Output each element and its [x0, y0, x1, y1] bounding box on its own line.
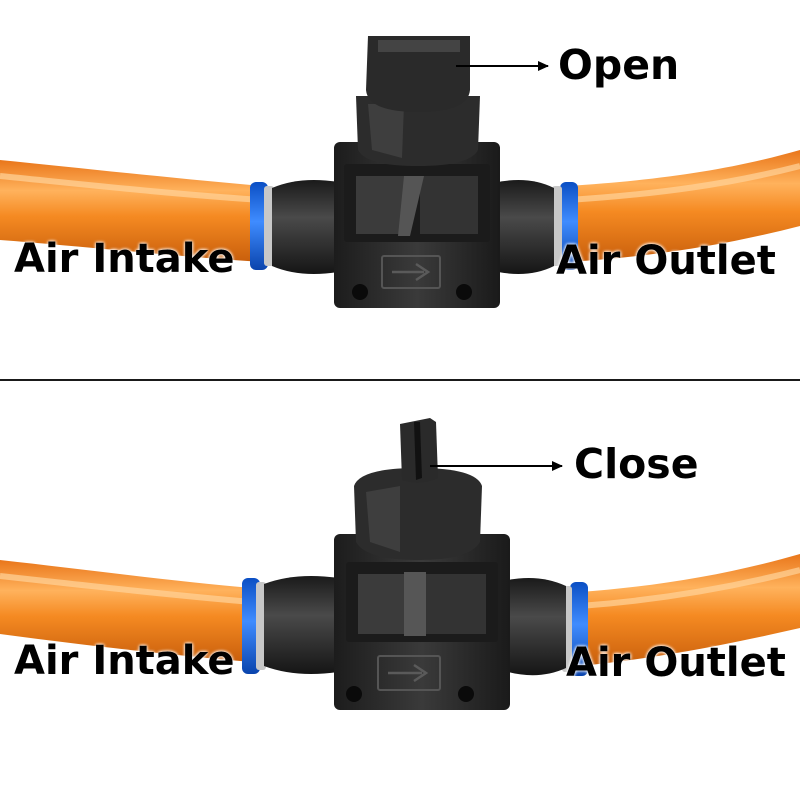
valve-open-panel: Open Air Intake Air Outlet	[0, 0, 800, 380]
valve-plug	[404, 572, 426, 636]
outlet-collar-ring	[552, 186, 562, 266]
inlet-collar-ring	[256, 582, 266, 670]
inlet-collar-ring	[264, 186, 274, 266]
mount-hole-right	[456, 284, 472, 300]
outlet-fitting	[498, 180, 554, 274]
valve-closed-illustration	[0, 418, 800, 710]
air-outlet-label: Air Outlet	[556, 238, 776, 284]
mount-hole-right	[458, 686, 474, 702]
flow-direction-plate	[381, 255, 441, 289]
inlet-tube-highlight	[0, 573, 253, 605]
handle-groove	[414, 422, 422, 480]
bonnet-facet	[368, 104, 404, 158]
mount-hole-left	[352, 284, 368, 300]
valve-closed-panel: Close Air Intake Air Outlet	[0, 382, 800, 762]
inlet-collar	[250, 182, 268, 270]
panel-divider	[0, 379, 800, 381]
outlet-tube-highlight	[567, 163, 800, 203]
air-outlet-label: Air Outlet	[566, 640, 786, 686]
flow-arrow-icon	[388, 663, 429, 683]
handle-top-facet	[378, 40, 460, 52]
outlet-collar	[570, 582, 588, 676]
valve-window-left	[356, 176, 406, 234]
inlet-fitting	[272, 180, 338, 274]
valve-window-right	[420, 176, 478, 234]
inlet-collar	[242, 578, 260, 674]
inlet-tube-highlight	[0, 173, 263, 203]
valve-open-illustration	[0, 36, 800, 308]
valve-state-label: Open	[558, 41, 680, 89]
valve-plug	[398, 176, 424, 236]
valve-state-label: Close	[574, 440, 699, 488]
valve-window-left	[358, 574, 408, 634]
outlet-tube-highlight	[579, 567, 800, 609]
flow-direction-plate	[377, 655, 441, 691]
air-intake-label: Air Intake	[14, 638, 235, 684]
flow-arrow-icon	[392, 262, 431, 282]
bonnet-facet	[366, 486, 400, 552]
inlet-fitting	[264, 576, 338, 674]
valve-window-right	[426, 574, 486, 634]
outlet-fitting	[508, 578, 566, 676]
outlet-collar	[560, 182, 578, 270]
air-intake-label: Air Intake	[14, 236, 235, 282]
mount-hole-left	[346, 686, 362, 702]
valve-handle-open-icon	[366, 36, 470, 112]
